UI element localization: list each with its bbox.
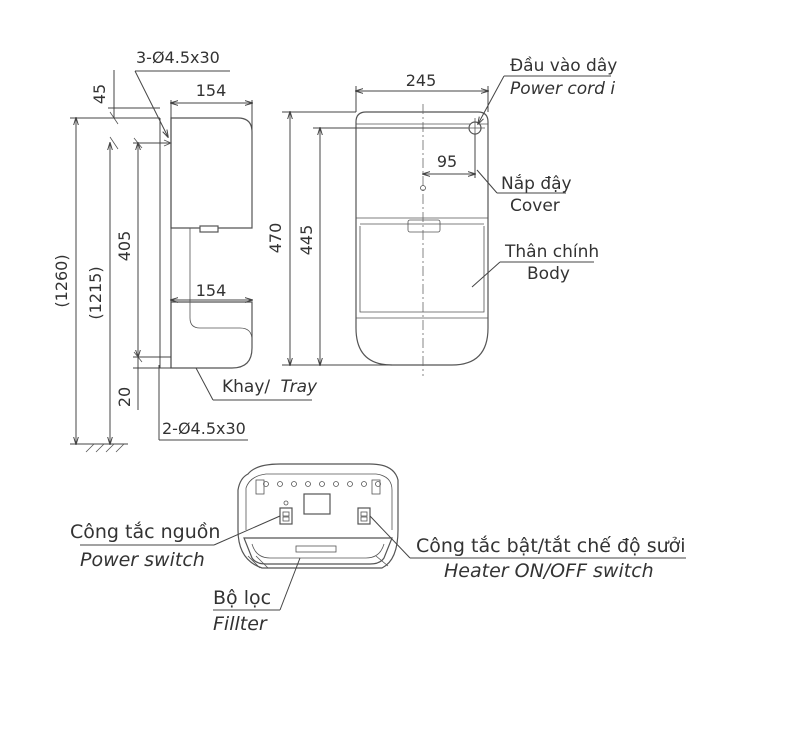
side-nozzle	[199, 225, 219, 233]
power-switch-label-en: Power switch	[80, 549, 205, 571]
dim-1215: (1215)	[86, 266, 105, 319]
power-cord-label-vi: Đầu vào dây	[510, 55, 617, 76]
vent-holes	[263, 481, 381, 487]
screw-bottom-label: 2-Ø4.5x30	[162, 419, 246, 438]
dim-154-bottom: 154	[196, 281, 227, 300]
bottom-view: Công tắc nguồn Power switch Công tắc bật…	[70, 463, 686, 635]
filter-label-vi: Bộ lọc	[213, 587, 271, 609]
filter	[243, 537, 393, 565]
body-label-en: Body	[527, 264, 570, 284]
filter-label-en: Fillter	[213, 613, 268, 635]
side-upper-housing	[170, 117, 253, 229]
power-switch-label-vi: Công tắc nguồn	[70, 520, 220, 543]
cover-label-vi: Nắp đậy	[501, 173, 572, 194]
tray-label: Khay/ Tray	[222, 377, 318, 397]
dim-1260: (1260)	[52, 254, 71, 307]
side-tray	[170, 301, 253, 369]
tray-label-en: Tray	[281, 377, 318, 397]
dim-470: 470	[266, 223, 285, 254]
side-view: 3-Ø4.5x30 45 154 154 405 20 (1260) (1215…	[52, 48, 318, 453]
dim-405: 405	[115, 231, 134, 262]
body-label-vi: Thân chính	[504, 242, 599, 262]
tray-label-vi: Khay/	[222, 377, 270, 397]
dim-20: 20	[115, 387, 134, 407]
heater-switch-label-en: Heater ON/OFF switch	[444, 560, 654, 582]
dim-245: 245	[406, 71, 437, 90]
front-view: 245 470 445 95 Đầu vào dây Power cord i …	[266, 55, 617, 376]
front-body-outline	[355, 111, 489, 366]
dim-95: 95	[437, 152, 457, 171]
power-cord-label-en: Power cord i	[510, 79, 615, 99]
dim-154-top: 154	[196, 81, 227, 100]
dim-445: 445	[297, 225, 316, 256]
heater-switch-label-vi: Công tắc bật/tắt chế độ sưởi	[416, 534, 686, 557]
bottom-center-plate	[303, 493, 331, 515]
dim-45: 45	[90, 84, 109, 104]
screw-top-label: 3-Ø4.5x30	[136, 48, 220, 67]
cover-label-en: Cover	[510, 196, 560, 216]
